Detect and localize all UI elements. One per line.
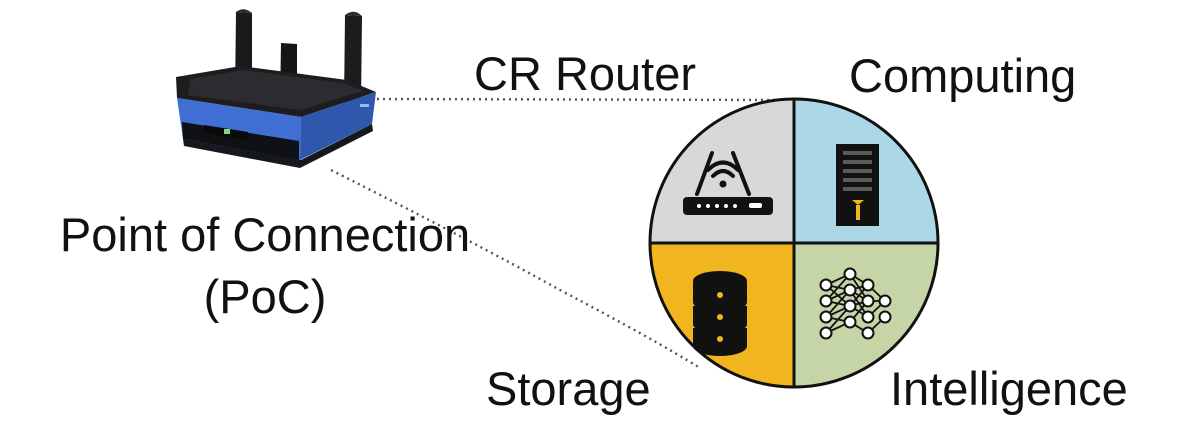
nn-hidden2-2: [861, 294, 875, 308]
database-base: [693, 336, 747, 356]
router-to-storage-connector: [330, 168, 701, 370]
database-icon: [693, 271, 747, 356]
router-to-cr-router-connector: [376, 97, 790, 102]
wifi-led-1: [697, 204, 701, 208]
router-left-antenna-tip: [236, 9, 252, 13]
nn-input-2: [819, 294, 833, 308]
nn-hidden-3: [843, 299, 857, 313]
database-light-1: [717, 292, 723, 298]
wifi-dot: [719, 180, 727, 188]
wifi-led-4: [724, 204, 728, 208]
cr-router-label: CR Router: [474, 47, 697, 100]
poc-abbreviation-label: (PoC): [203, 270, 327, 323]
wifi-router-port: [749, 203, 762, 208]
router-top-highlight: [188, 70, 363, 110]
router-status-light: [224, 129, 230, 134]
nn-hidden-1: [843, 267, 857, 281]
server-bay-5: [843, 187, 872, 191]
server-power-stem: [856, 205, 860, 220]
router-front-right-face: [300, 92, 376, 160]
wifi-router-right-leg: [731, 151, 751, 196]
nn-output-2: [878, 310, 892, 324]
intelligence-label: Intelligence: [890, 362, 1128, 415]
wifi-arc-middle: [711, 169, 735, 178]
router-side-port: [360, 104, 369, 107]
wifi-router-left-leg: [695, 151, 714, 196]
physical-wifi-router-icon: [176, 9, 376, 168]
wifi-led-5: [733, 204, 737, 208]
nn-hidden-2: [843, 283, 857, 297]
wifi-router-icon: [683, 151, 773, 215]
nn-input-4: [819, 326, 833, 340]
server-bay-4: [843, 178, 872, 182]
nn-output-1: [878, 294, 892, 308]
router-bottom-foot: [183, 124, 373, 168]
nn-input-3: [819, 310, 833, 324]
server-tower-icon: [836, 144, 879, 226]
nn-input-1: [819, 278, 833, 292]
point-of-connection-label: Point of Connection: [59, 208, 471, 261]
wifi-arc-outer: [706, 160, 740, 172]
server-power-indicator: [852, 200, 864, 205]
database-light-3: [717, 336, 723, 342]
router-right-antenna-tip: [345, 11, 362, 16]
server-bay-1: [843, 151, 872, 155]
nn-hidden-4: [843, 315, 857, 329]
database-light-2: [717, 314, 723, 320]
wifi-led-2: [706, 204, 710, 208]
point-of-connection-label-group: Point of Connection (PoC): [0, 204, 530, 328]
nn-hidden2-4: [861, 326, 875, 340]
wifi-led-3: [715, 204, 719, 208]
computing-label: Computing: [849, 49, 1077, 102]
server-bay-2: [843, 160, 872, 164]
nn-hidden2-1: [861, 278, 875, 292]
server-bay-3: [843, 169, 872, 173]
neural-network-icon: [819, 267, 892, 340]
storage-label: Storage: [486, 362, 651, 415]
nn-hidden2-3: [861, 310, 875, 324]
